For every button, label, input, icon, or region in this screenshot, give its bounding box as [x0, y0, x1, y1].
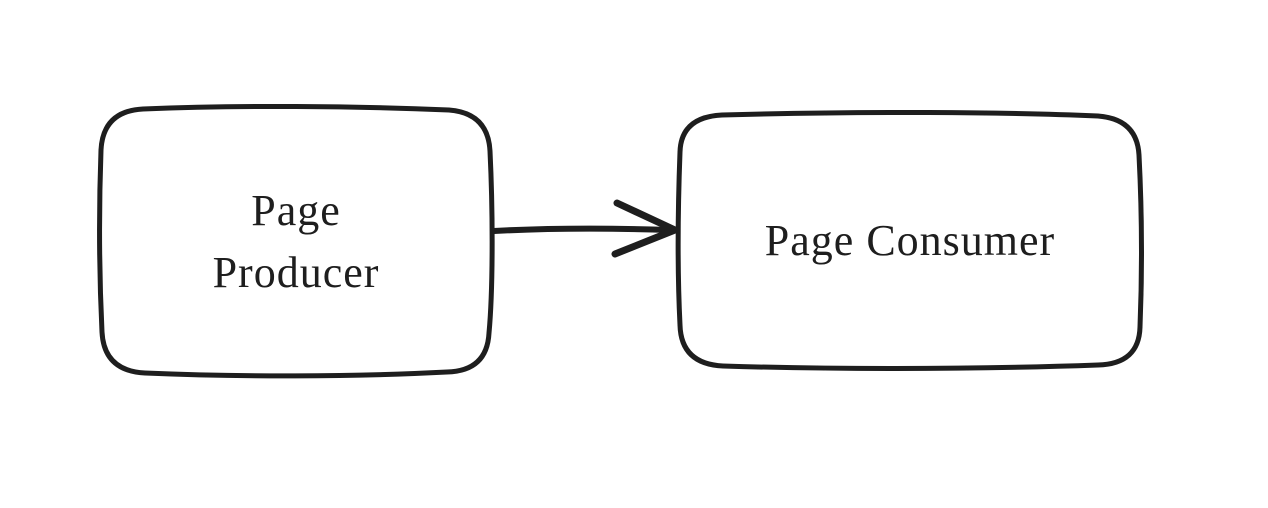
page-consumer-box	[675, 109, 1144, 371]
arrow-head-icon	[611, 199, 679, 258]
page-producer-box	[97, 103, 495, 379]
arrow-shaft	[491, 225, 673, 234]
